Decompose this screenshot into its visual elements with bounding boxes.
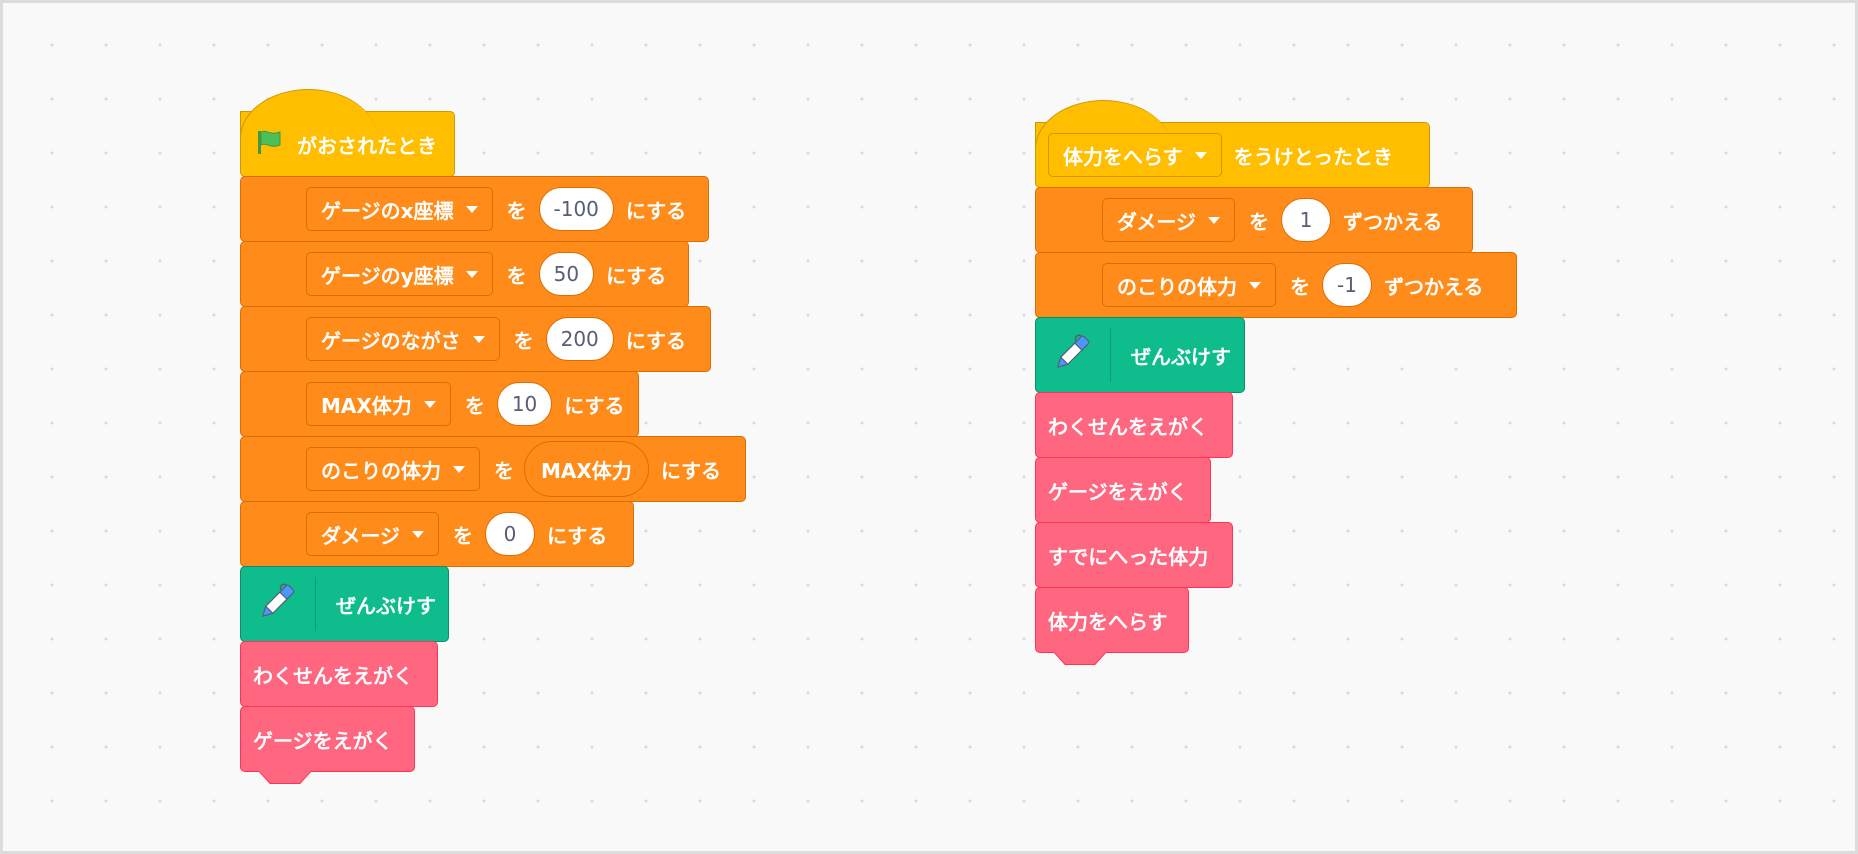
dropdown-caret-icon — [1194, 151, 1207, 159]
change-variable-block[interactable]: ダメージ を 1 ずつかえる — [1035, 187, 1473, 265]
dropdown-caret-icon — [465, 205, 478, 213]
block-separator — [1110, 328, 1111, 382]
custom-block-draw-frame[interactable]: わくせんをえがく — [1035, 392, 1233, 470]
dropdown-caret-icon — [465, 270, 478, 278]
custom-block-draw-gauge[interactable]: ゲージをえがく — [1035, 457, 1211, 535]
when-flag-clicked-hat[interactable]: がおされたとき — [240, 89, 455, 189]
variable-dropdown[interactable]: ゲージのながさ — [306, 317, 500, 361]
variable-dropdown[interactable]: ゲージのy座標 — [306, 252, 493, 296]
value-input[interactable]: -100 — [538, 187, 614, 231]
dropdown-caret-icon — [1208, 216, 1220, 224]
value-input[interactable]: 0 — [485, 512, 535, 556]
message-dropdown[interactable]: 体力をへらす — [1048, 133, 1222, 177]
pen-icon — [1050, 331, 1094, 380]
dropdown-caret-icon — [412, 530, 424, 538]
variable-dropdown[interactable]: ダメージ — [1102, 198, 1235, 242]
variable-dropdown[interactable]: のこりの体力 — [306, 447, 480, 491]
block-separator — [315, 577, 316, 631]
set-variable-block[interactable]: ゲージのx座標 を -100 にする — [240, 176, 709, 254]
set-variable-block[interactable]: ゲージのy座標 を 50 にする — [240, 241, 689, 319]
pen-clear-block[interactable]: ぜんぶけす — [240, 566, 449, 654]
set-variable-block[interactable]: MAX体力 を 10 にする — [240, 371, 639, 449]
variable-dropdown[interactable]: ゲージのx座標 — [306, 187, 493, 231]
hat-label: がおされたとき — [297, 133, 437, 158]
custom-block-lost-hp[interactable]: すでにへった体力 — [1035, 522, 1233, 600]
value-input[interactable]: -1 — [1322, 263, 1372, 307]
variable-dropdown[interactable]: ダメージ — [306, 512, 439, 556]
change-variable-block[interactable]: のこりの体力 を -1 ずつかえる — [1035, 252, 1517, 330]
set-variable-block[interactable]: ダメージ を 0 にする — [240, 501, 634, 579]
variable-dropdown[interactable]: MAX体力 — [306, 382, 451, 426]
value-input[interactable]: 10 — [496, 382, 553, 426]
value-input[interactable]: 50 — [538, 252, 595, 296]
green-flag-icon — [255, 128, 283, 161]
custom-block-draw-gauge[interactable]: ゲージをえがく — [240, 706, 415, 784]
variable-dropdown[interactable]: のこりの体力 — [1102, 263, 1276, 307]
value-input[interactable]: 200 — [545, 317, 614, 361]
set-variable-block[interactable]: のこりの体力 を MAX体力 にする — [240, 436, 746, 514]
when-i-receive-hat[interactable]: 体力をへらす をうけとったとき — [1035, 100, 1430, 200]
max-hp-reporter[interactable]: MAX体力 — [524, 441, 649, 497]
custom-block-draw-frame[interactable]: わくせんをえがく — [240, 641, 438, 719]
pen-icon — [255, 580, 299, 629]
pen-clear-block[interactable]: ぜんぶけす — [1035, 317, 1245, 405]
dropdown-caret-icon — [1249, 281, 1261, 289]
custom-block-reduce-hp[interactable]: 体力をへらす — [1035, 587, 1189, 665]
dropdown-caret-icon — [472, 335, 485, 343]
dropdown-caret-icon — [423, 400, 436, 408]
set-variable-block[interactable]: ゲージのながさ を 200 にする — [240, 306, 711, 384]
dropdown-caret-icon — [453, 465, 465, 473]
value-input[interactable]: 1 — [1281, 198, 1331, 242]
